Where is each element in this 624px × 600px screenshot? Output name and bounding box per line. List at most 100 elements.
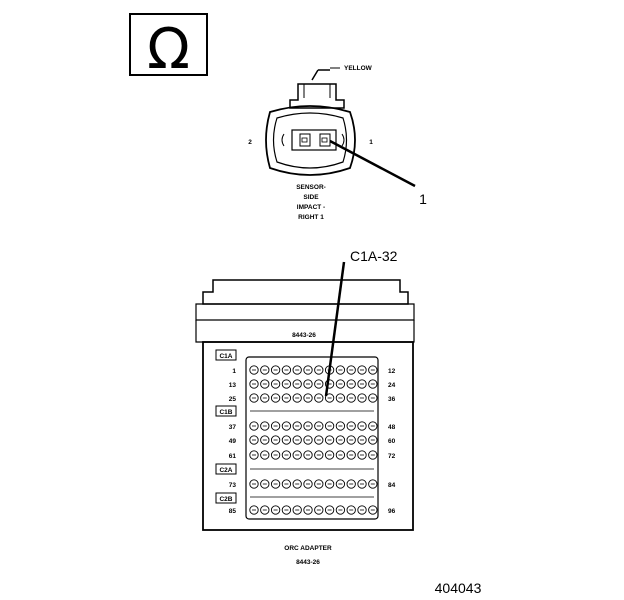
pin-hole	[270, 435, 281, 445]
pin-hole	[357, 479, 367, 489]
pin-hole	[303, 379, 313, 389]
adapter-part-bottom: 8443-26	[296, 559, 320, 566]
pin-hole	[260, 421, 270, 431]
row-start-label: 13	[229, 382, 237, 389]
pin-hole	[346, 505, 356, 515]
row-start-label: 1	[232, 368, 236, 375]
pin-hole	[303, 435, 313, 445]
pin-hole	[324, 421, 335, 431]
pin-hole	[368, 421, 378, 431]
row-start-label: 73	[229, 482, 237, 489]
pin-hole	[303, 450, 313, 460]
row-start-label: 37	[229, 424, 237, 431]
pin-grid	[249, 365, 378, 515]
pin-hole	[270, 479, 281, 489]
row-end-label: 24	[388, 382, 396, 389]
pin-hole	[281, 479, 292, 489]
adapter-callout: C1A-32	[350, 248, 398, 264]
section-label-c1b: C1B	[215, 405, 237, 417]
pin-hole	[249, 393, 259, 403]
pin-hole	[249, 450, 259, 460]
section-label-c2b: C2B	[215, 492, 237, 504]
section-name: C2B	[219, 496, 232, 503]
section-name: C1B	[219, 409, 232, 416]
pin-hole	[368, 435, 378, 445]
row-end-label: 36	[388, 396, 396, 403]
pin-hole	[249, 479, 259, 489]
pin-hole	[249, 435, 259, 445]
pin-hole	[249, 379, 259, 389]
pin-hole	[314, 435, 324, 445]
pin-hole	[368, 505, 378, 515]
row-end-label: 96	[388, 508, 396, 515]
pin-hole	[281, 450, 292, 460]
figure-number: 404043	[435, 580, 482, 596]
pin-hole	[260, 379, 270, 389]
pin-hole	[335, 379, 346, 389]
pin-hole	[292, 365, 302, 375]
pin-hole	[260, 479, 270, 489]
pin-hole	[314, 421, 324, 431]
pin-hole	[260, 365, 270, 375]
pin-hole	[324, 505, 335, 515]
ohm-symbol-icon: Ω	[129, 13, 208, 82]
pin-hole	[324, 379, 335, 389]
pin-hole	[249, 421, 259, 431]
pin-hole	[335, 479, 346, 489]
pin-hole	[335, 505, 346, 515]
pin-hole	[303, 393, 313, 403]
pin-hole	[314, 505, 324, 515]
pin-hole	[324, 393, 335, 403]
connector-caption-3: IMPACT -	[297, 204, 325, 211]
pin-hole	[357, 379, 367, 389]
pin-hole	[260, 435, 270, 445]
pin-hole	[335, 435, 346, 445]
pin-hole	[292, 505, 302, 515]
pin-hole	[270, 379, 281, 389]
row-end-label: 12	[388, 368, 396, 375]
section-label-c2a: C2A	[215, 463, 237, 475]
pin-hole	[281, 393, 292, 403]
adapter-caption: ORC ADAPTER	[284, 545, 332, 552]
pin-hole	[357, 393, 367, 403]
pin-hole	[368, 450, 378, 460]
pin-hole	[346, 365, 356, 375]
row-end-label: 48	[388, 424, 396, 431]
pin-hole	[357, 450, 367, 460]
pin-hole	[357, 505, 367, 515]
pin-hole	[260, 450, 270, 460]
pin-hole	[357, 421, 367, 431]
connector-caption-1: SENSOR-	[296, 184, 326, 191]
pin-hole	[292, 435, 302, 445]
row-end-label: 60	[388, 438, 396, 445]
pin-hole	[335, 365, 346, 375]
pin-hole	[303, 421, 313, 431]
pin-hole	[335, 393, 346, 403]
pin-hole	[314, 365, 324, 375]
pin-hole	[368, 379, 378, 389]
row-start-label: 49	[229, 438, 237, 445]
pin-hole	[357, 435, 367, 445]
pin-hole	[292, 450, 302, 460]
pin-hole	[292, 479, 302, 489]
pin-hole	[314, 393, 324, 403]
pin-hole	[270, 421, 281, 431]
connector-caption-2: SIDE	[303, 194, 319, 201]
row-end-label: 84	[388, 482, 396, 489]
pin-hole	[281, 379, 292, 389]
pin-hole	[314, 479, 324, 489]
connector-caption-4: RIGHT 1	[298, 214, 324, 221]
pin-label-2: 2	[248, 139, 252, 146]
pin-hole	[357, 365, 367, 375]
pin-hole	[346, 393, 356, 403]
row-end-label: 72	[388, 453, 396, 460]
pin-hole	[324, 450, 335, 460]
pin-hole	[260, 393, 270, 403]
pin-hole	[303, 365, 313, 375]
row-start-label: 61	[229, 453, 237, 460]
pin-hole	[270, 365, 281, 375]
pin-hole	[270, 505, 281, 515]
pin-hole	[324, 479, 335, 489]
